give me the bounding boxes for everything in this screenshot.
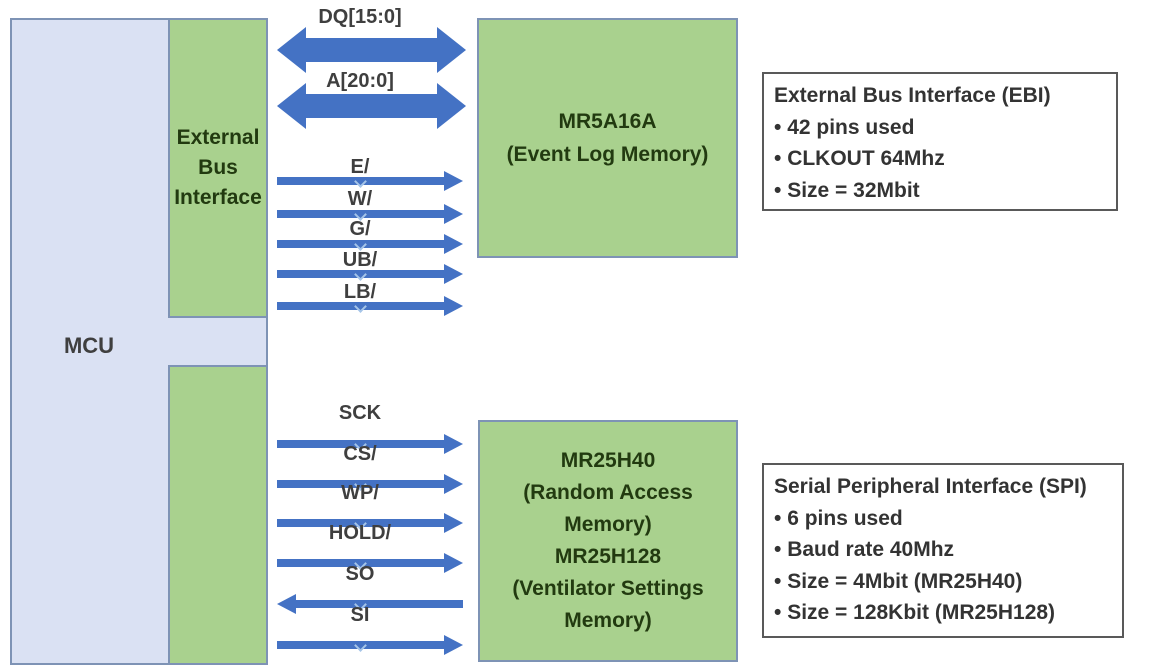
mr5a16a-label-line: MR5A16A <box>558 110 657 133</box>
ebi-info-bullet: Size = 32Mbit <box>774 175 1106 207</box>
so-arrow-icon <box>277 594 463 614</box>
ebi-label-line: Interface <box>174 186 262 209</box>
w-arrow-icon <box>277 204 463 224</box>
ebi-info-title: External Bus Interface (EBI) <box>774 84 1051 107</box>
signal-label-so: SO <box>345 563 375 585</box>
spi-info-bullet: Size = 128Kbit (MR25H128) <box>774 597 1112 629</box>
spi-mem-label-line: MR25H40 <box>560 449 656 472</box>
signal-label-a: A[20:0] <box>326 70 394 92</box>
signal-label-ub: UB/ <box>342 249 378 271</box>
e-arrow-icon <box>277 171 463 191</box>
signal-label-lb: LB/ <box>343 281 377 303</box>
spi-mem-label-line: Memory) <box>564 609 652 632</box>
signal-label-si: SI <box>350 604 370 626</box>
spi-mem-label-line: Memory) <box>564 513 652 536</box>
sck-arrow-icon <box>277 434 463 454</box>
si-arrow-icon <box>277 635 463 655</box>
spi-info-title: Serial Peripheral Interface (SPI) <box>774 475 1087 498</box>
mr5a16a-block: MR5A16A (Event Log Memory) <box>477 18 738 258</box>
signal-label-e: E/ <box>350 156 370 178</box>
g-arrow-icon <box>277 234 463 254</box>
ebi-label-line: Bus <box>198 156 238 179</box>
mr5a16a-label-line: (Event Log Memory) <box>506 143 709 166</box>
spi-info-bullet: 6 pins used <box>774 503 1112 535</box>
ebi-label-line: External <box>176 126 260 149</box>
signal-label-g: G/ <box>349 218 371 240</box>
signal-label-w: W/ <box>347 188 373 210</box>
ebi-info-box: External Bus Interface (EBI) 42 pins use… <box>762 72 1118 211</box>
wp-arrow-icon <box>277 513 463 533</box>
spi-info-box: Serial Peripheral Interface (SPI) 6 pins… <box>762 463 1124 638</box>
ebi-info-bullet: 42 pins used <box>774 112 1106 144</box>
ub-arrow-icon <box>277 264 463 284</box>
spi-mem-label-line: MR25H128 <box>554 545 662 568</box>
signal-label-cs: CS/ <box>343 443 377 465</box>
spi-mem-label-line: (Random Access <box>523 481 693 504</box>
cs-arrow-icon <box>277 474 463 494</box>
hold-arrow-icon <box>277 553 463 573</box>
signal-label-dq: DQ[15:0] <box>318 6 402 28</box>
signal-label-hold: HOLD/ <box>328 522 392 544</box>
dq-bidirectional-arrow-icon <box>277 27 466 73</box>
ebi-info-bullet: CLKOUT 64Mhz <box>774 143 1106 175</box>
signal-label-wp: WP/ <box>341 482 379 504</box>
mr25h40-mr25h128-block: MR25H40 (Random Access Memory) MR25H128 … <box>478 420 738 662</box>
mcu-label: MCU <box>63 333 115 358</box>
spi-info-bullet: Baud rate 40Mhz <box>774 534 1112 566</box>
external-bus-interface-block: External Bus Interface <box>168 18 268 318</box>
spi-mem-label-line: (Ventilator Settings <box>512 577 704 600</box>
lb-arrow-icon <box>277 296 463 316</box>
spi-info-bullet: Size = 4Mbit (MR25H40) <box>774 566 1112 598</box>
signal-label-sck: SCK <box>338 402 382 424</box>
spi-interface-block <box>168 365 268 665</box>
a-bidirectional-arrow-icon <box>277 83 466 129</box>
